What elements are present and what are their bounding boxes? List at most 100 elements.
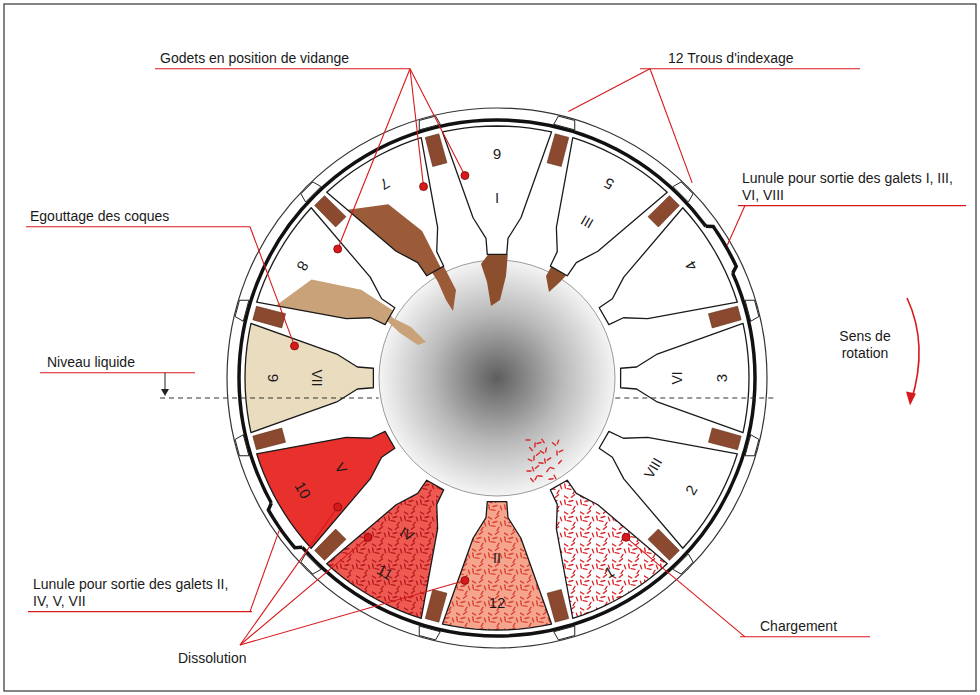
- indexing-hole: [745, 300, 759, 321]
- label-underline: [155, 68, 410, 69]
- callout-dot: [364, 533, 372, 541]
- indexing-hole: [554, 626, 575, 640]
- label-underline: [26, 226, 250, 227]
- falling-speckle: [532, 467, 533, 471]
- indexing-hole: [301, 554, 321, 574]
- bucket-border: [245, 323, 373, 432]
- callout-label: Godets en position de vidange: [160, 50, 349, 67]
- bucket: 8: [254, 205, 397, 327]
- liquid-level-line: [615, 398, 775, 399]
- falling-speckle: [547, 468, 549, 471]
- frame: [4, 4, 976, 691]
- bucket-border: [621, 323, 749, 432]
- falling-speckle: [554, 475, 556, 479]
- callout-label: Lunule pour sortie des galets I, III, VI…: [742, 170, 962, 204]
- callout-label: Chargement: [760, 618, 837, 635]
- bucket: 12II: [440, 499, 554, 632]
- bucket-border: [442, 126, 551, 254]
- falling-speckle: [536, 453, 539, 455]
- falling-speckle: [550, 467, 554, 468]
- level-arrow: [165, 373, 166, 392]
- bucket: 5III: [548, 135, 670, 278]
- falling-speckle: [556, 451, 558, 455]
- pebble-numeral: VII: [310, 369, 324, 386]
- bucket-outline: [597, 429, 740, 551]
- bucket-separator: [253, 306, 286, 328]
- callout-label: Lunule pour sortie des galets II, IV, V,…: [33, 576, 248, 610]
- leader-line: [650, 69, 692, 183]
- bucket-fill: [245, 323, 373, 432]
- falling-speckle: [535, 476, 537, 480]
- indexing-hole: [673, 182, 693, 202]
- falling-speckle: [545, 448, 547, 452]
- bucket-border: [599, 431, 737, 548]
- indexing-hole: [235, 300, 249, 321]
- falling-speckle: [547, 458, 550, 460]
- bucket-border: [327, 480, 444, 618]
- pebble-numeral: VI: [670, 371, 684, 384]
- falling-speckle: [542, 439, 544, 442]
- falling-speckle: [544, 459, 546, 463]
- callout-dot: [461, 172, 469, 180]
- callout-dot: [291, 342, 299, 350]
- label-underline: [640, 68, 860, 69]
- label-underline: [40, 372, 195, 373]
- falling-speckle: [533, 456, 535, 460]
- falling-speckle: [526, 439, 530, 440]
- bucket-border: [442, 502, 551, 630]
- falling-speckle: [549, 478, 553, 480]
- bucket-fill: [327, 480, 444, 618]
- liquid-level-line: [160, 398, 379, 399]
- bucket-separator: [708, 428, 741, 450]
- callout-dot: [461, 576, 469, 584]
- bucket-fill: [599, 431, 737, 548]
- callout-label: Niveau liquide: [47, 354, 135, 371]
- bucket-outline: [254, 205, 397, 327]
- leader-line: [410, 69, 465, 176]
- bucket: 11IV: [324, 478, 446, 621]
- falling-speckle: [535, 466, 538, 469]
- falling-speckle: [559, 450, 563, 452]
- bucket-separator: [547, 589, 569, 622]
- falling-speckle: [528, 459, 532, 461]
- falling-speckle: [538, 475, 542, 477]
- bucket: 3 VI: [618, 321, 751, 435]
- leader-line: [240, 580, 465, 645]
- bucket-fill: [621, 323, 749, 432]
- bucket-number: 3: [714, 374, 729, 382]
- indexing-hole: [301, 182, 321, 202]
- bucket-number: 9: [266, 374, 281, 382]
- leader-line: [626, 537, 745, 636]
- falling-speckle: [552, 443, 555, 446]
- falling-speckle: [540, 451, 543, 453]
- bucket-outline: [324, 478, 446, 621]
- falling-speckle: [557, 440, 558, 444]
- indexing-hole: [554, 116, 575, 130]
- callout-dot: [420, 183, 428, 191]
- falling-speckle: [527, 470, 531, 471]
- leader-line: [568, 69, 650, 112]
- pebble-numeral: I: [495, 191, 499, 205]
- indexing-hole: [235, 435, 249, 456]
- leader-line: [727, 206, 745, 245]
- bucket-fill: [442, 126, 551, 254]
- indexing-hole: [419, 116, 440, 130]
- level-arrowhead: [161, 389, 169, 396]
- callout-dot: [334, 245, 342, 253]
- callout-label: Egouttage des coques: [30, 208, 169, 225]
- bucket-separator: [253, 428, 286, 450]
- label-underline: [740, 636, 870, 637]
- falling-speckle: [534, 443, 536, 447]
- bucket-number: 6: [493, 147, 501, 162]
- callout-dot: [334, 503, 342, 511]
- leader-line: [250, 227, 295, 346]
- rotation-label: Sens de rotation: [833, 328, 897, 362]
- bucket-fill: [550, 138, 667, 276]
- bucket-outline: [618, 321, 751, 435]
- leader-line: [338, 69, 410, 249]
- label-underline: [28, 611, 252, 612]
- bucket: 9 VII: [243, 321, 376, 435]
- bucket-border: [257, 208, 395, 325]
